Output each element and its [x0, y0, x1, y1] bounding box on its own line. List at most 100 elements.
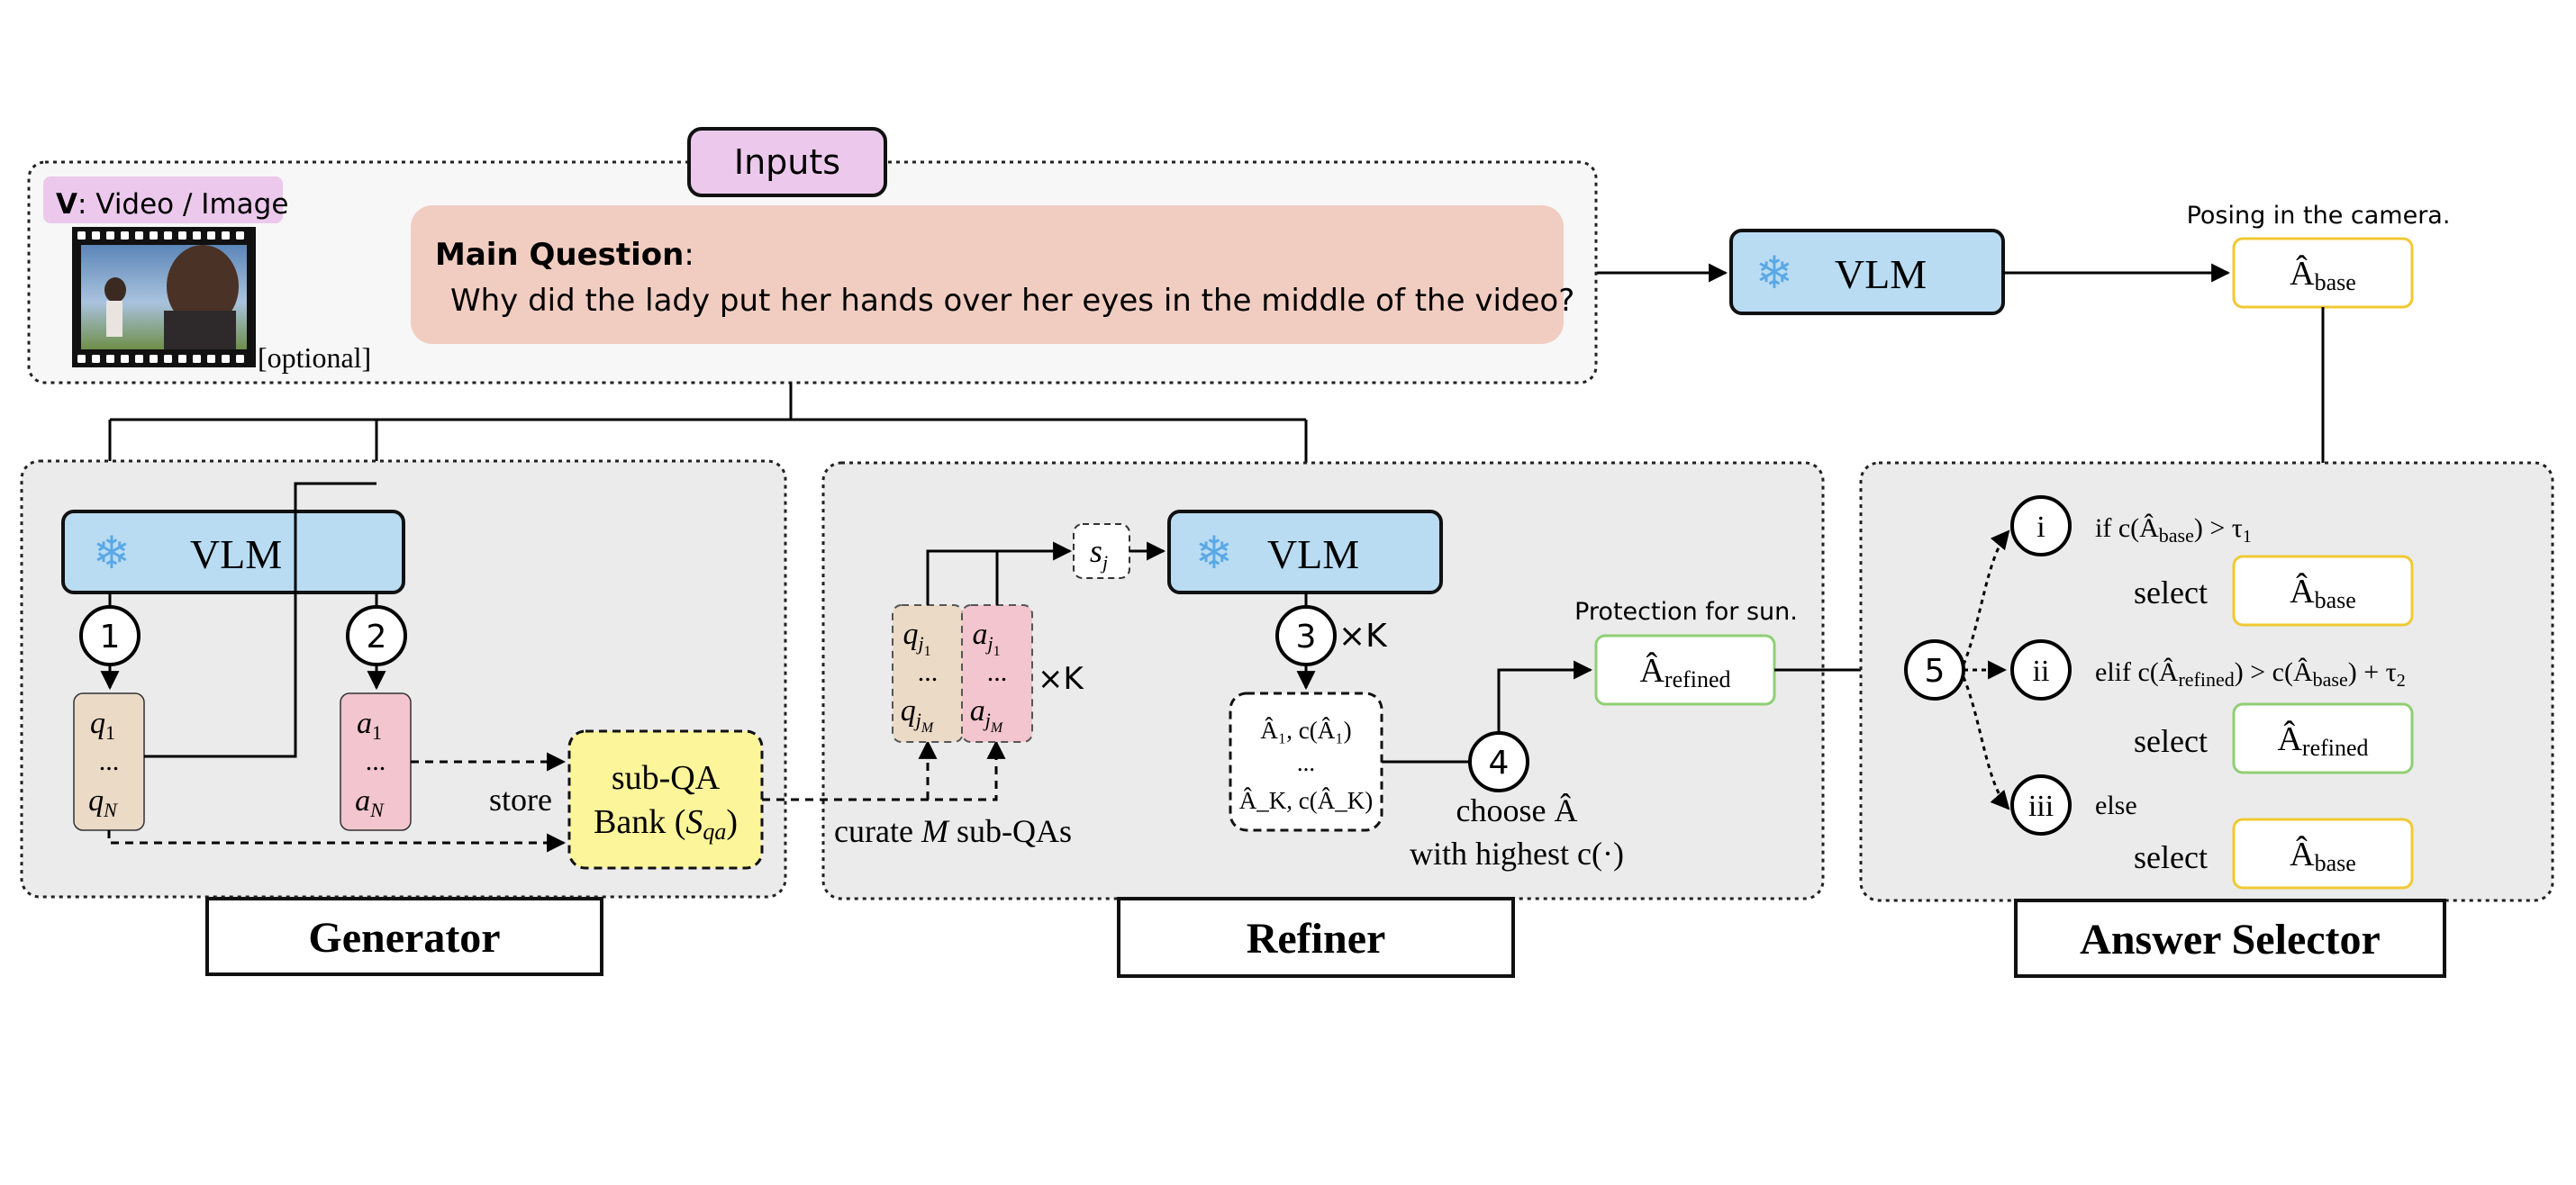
film-hole [106, 231, 114, 240]
candidates-line2: Â_K, c(Â_K) [1239, 787, 1373, 814]
option1-label: i [2036, 511, 2045, 544]
condition3: else [2095, 791, 2137, 820]
film-hole [178, 231, 186, 240]
main-question-box [411, 205, 1564, 344]
answer-dots: ... [366, 746, 386, 776]
film-hole [164, 355, 172, 363]
refiner-vlm-label: VLM [1267, 531, 1359, 577]
film-hole [77, 355, 86, 363]
film-hole [150, 355, 158, 363]
film-hole [135, 355, 143, 363]
curated-q-top: qj1 [903, 618, 930, 659]
film-hole [222, 355, 230, 363]
selector-title-box [2014, 899, 2446, 978]
film-hole [207, 231, 215, 240]
condition2: elif c(Ârefined) > c(Âbase) + τ2 [2095, 657, 2406, 691]
select3-answer: Âbase [2290, 836, 2356, 876]
generator-vlm-snowflake-icon: ❄ [93, 527, 131, 579]
question-dots: ... [99, 746, 120, 776]
generator-title-box [205, 897, 603, 976]
refined-answer-label: Ârefined [1639, 652, 1730, 692]
select-label-2: select [2134, 723, 2208, 759]
option2-label: ii [2033, 655, 2050, 688]
generator-vlm-label: VLM [190, 531, 282, 577]
media-label-tag [43, 176, 283, 223]
film-hole [236, 231, 244, 240]
select-label-3: select [2134, 839, 2208, 875]
select1-box [2232, 555, 2414, 627]
optional-label: [optional] [258, 341, 371, 374]
step2-number: 2 [367, 619, 387, 656]
film-hole [121, 231, 129, 240]
candidates-line1: Â₁, c(Â₁) [1260, 717, 1351, 744]
step1-number: 1 [100, 619, 121, 656]
film-hole [77, 231, 86, 240]
answer-last: aN [355, 784, 385, 821]
generator-title: Generator [308, 914, 500, 962]
select1-answer: Âbase [2290, 573, 2356, 613]
media-label: V: Video / Image [56, 188, 288, 221]
arrow-step4-to-refined [1497, 660, 1593, 733]
question-first: q1 [90, 707, 115, 744]
main-question-text: Why did the lady put her hands over her … [450, 283, 1574, 319]
refined-answer-note: Protection for sun. [1574, 598, 1798, 626]
answer-first: a1 [357, 707, 382, 744]
film-hole [236, 355, 244, 363]
step4-number: 4 [1489, 745, 1510, 782]
curated-a-dots: ... [987, 657, 1008, 687]
select-label-1: select [2134, 574, 2208, 611]
arrow-q-to-bank [107, 830, 567, 853]
selector-title: Answer Selector [2080, 916, 2381, 963]
option3-circle [2010, 774, 2072, 836]
store-label: store [489, 782, 552, 818]
inputs-title-box [687, 127, 887, 197]
arrow-step5-to-opt3 [1962, 676, 2010, 810]
arrow-step5-to-opt1 [1962, 529, 2010, 665]
line-q-feedback [144, 592, 297, 758]
top-vlm-snowflake-icon: ❄ [1755, 247, 1793, 299]
curated-a-top: aj1 [972, 618, 1000, 659]
subqa-bank-line2: Bank (Sqa) [594, 803, 738, 845]
film-hole [150, 231, 158, 240]
step3-number: 3 [1296, 619, 1317, 656]
refiner-title: Refiner [1247, 915, 1386, 963]
curated-q-dots: ... [918, 657, 939, 687]
subqa-bank-box [567, 729, 764, 870]
choose-line2: with highest c(·) [1410, 836, 1624, 872]
select2-box [2232, 702, 2414, 774]
step5-number: 5 [1925, 653, 1946, 690]
refiner-vlm-snowflake-icon: ❄ [1195, 527, 1233, 579]
generator-vlm-box [61, 510, 405, 594]
line-curated-to-sj [926, 541, 1073, 605]
video-thumbnail [72, 227, 256, 367]
film-hole [121, 355, 129, 363]
times-k-left: ×K [1038, 661, 1084, 697]
option1-circle [2010, 495, 2072, 556]
condition1: if c(Âbase) > τ1 [2095, 513, 2252, 547]
curated-q-bottom: qjM [901, 694, 935, 736]
base-answer-note: Posing in the camera. [2187, 202, 2451, 230]
step3-times-k: ×K [1338, 618, 1388, 655]
film-hole [135, 231, 143, 240]
inputs-title: Inputs [734, 142, 840, 182]
film-hole [92, 355, 100, 363]
question-last: qN [88, 784, 118, 821]
sj-label: sj [1090, 533, 1108, 574]
film-hole [92, 231, 100, 240]
select2-answer: Ârefined [2277, 720, 2368, 761]
top-vlm-label: VLM [1835, 251, 1927, 297]
film-hole [164, 231, 172, 240]
film-hole [178, 355, 186, 363]
main-question-label: Main Question: [435, 237, 694, 273]
curate-label: curate M sub-QAs [834, 813, 1072, 849]
choose-line1: choose Â [1456, 792, 1578, 828]
refiner-title-box [1117, 897, 1515, 978]
arrow-bank-to-curate [762, 739, 1006, 801]
film-hole [193, 231, 201, 240]
base-answer-label: Âbase [2290, 255, 2356, 295]
select3-box [2232, 818, 2414, 890]
curated-a-bottom: ajM [970, 694, 1004, 736]
subqa-bank-line1: sub-QA [612, 759, 721, 797]
option2-circle [2010, 639, 2072, 701]
